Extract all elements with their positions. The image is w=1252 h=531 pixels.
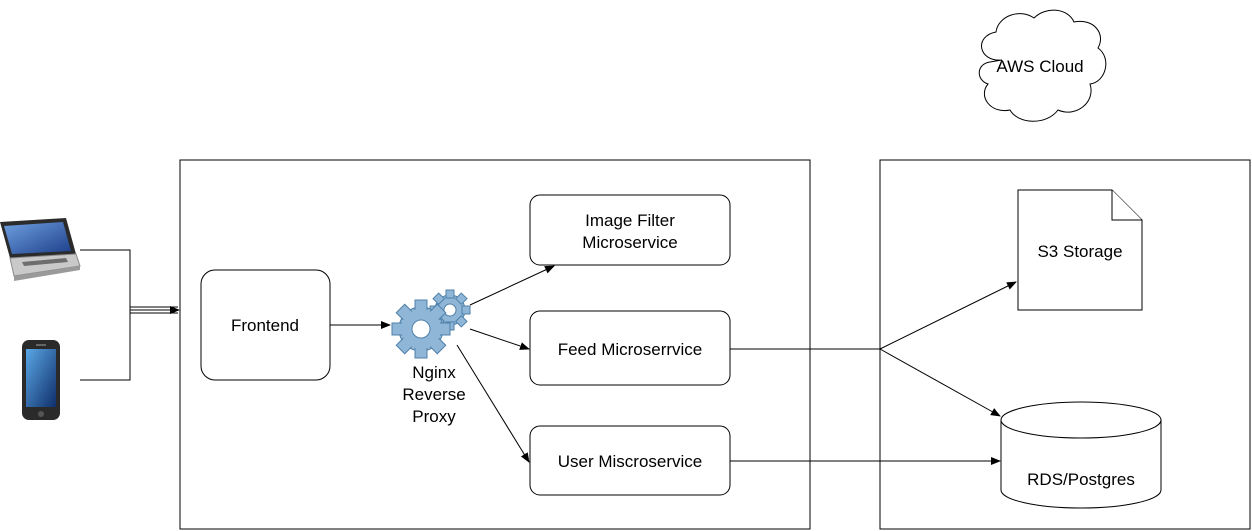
s3-storage-label: S3 Storage — [1037, 242, 1122, 261]
proxy-label-line3: Proxy — [412, 407, 456, 426]
rds-postgres-node[interactable]: RDS/Postgres — [1000, 401, 1162, 509]
edge-proxy-feed — [469, 328, 530, 350]
frontend-node[interactable]: Frontend — [200, 269, 331, 381]
aws-cloud-label: AWS Cloud — [996, 57, 1083, 76]
gears-icon — [391, 289, 471, 359]
image-filter-node[interactable]: Image Filter Microservice — [529, 194, 731, 266]
aws-container — [879, 159, 1251, 530]
aws-cloud: AWS Cloud — [978, 9, 1107, 122]
proxy-label-line2: Reverse — [402, 385, 465, 404]
feed-label: Feed Microserrvice — [558, 340, 703, 359]
frontend-label: Frontend — [231, 316, 299, 335]
edge-feed-rds — [879, 348, 1001, 417]
edge-feed-s3 — [879, 281, 1017, 350]
application-container — [179, 159, 811, 530]
laptop-icon — [0, 218, 81, 281]
user-label: User Miscroservice — [558, 452, 703, 471]
proxy-label: Nginx Reverse Proxy — [402, 363, 465, 426]
edge-proxy-user — [456, 344, 530, 463]
proxy-label-line1: Nginx — [412, 363, 456, 382]
rds-postgres-label: RDS/Postgres — [1027, 470, 1135, 489]
smartphone-icon — [22, 340, 60, 420]
client-connectors — [80, 249, 180, 381]
user-node[interactable]: User Miscroservice — [529, 425, 731, 496]
image-filter-label-line1: Image Filter — [585, 211, 675, 230]
feed-node[interactable]: Feed Microserrvice — [529, 310, 731, 386]
s3-storage-node[interactable]: S3 Storage — [1017, 189, 1143, 311]
image-filter-label-line2: Microservice — [582, 233, 677, 252]
edge-proxy-image-filter — [469, 265, 555, 306]
